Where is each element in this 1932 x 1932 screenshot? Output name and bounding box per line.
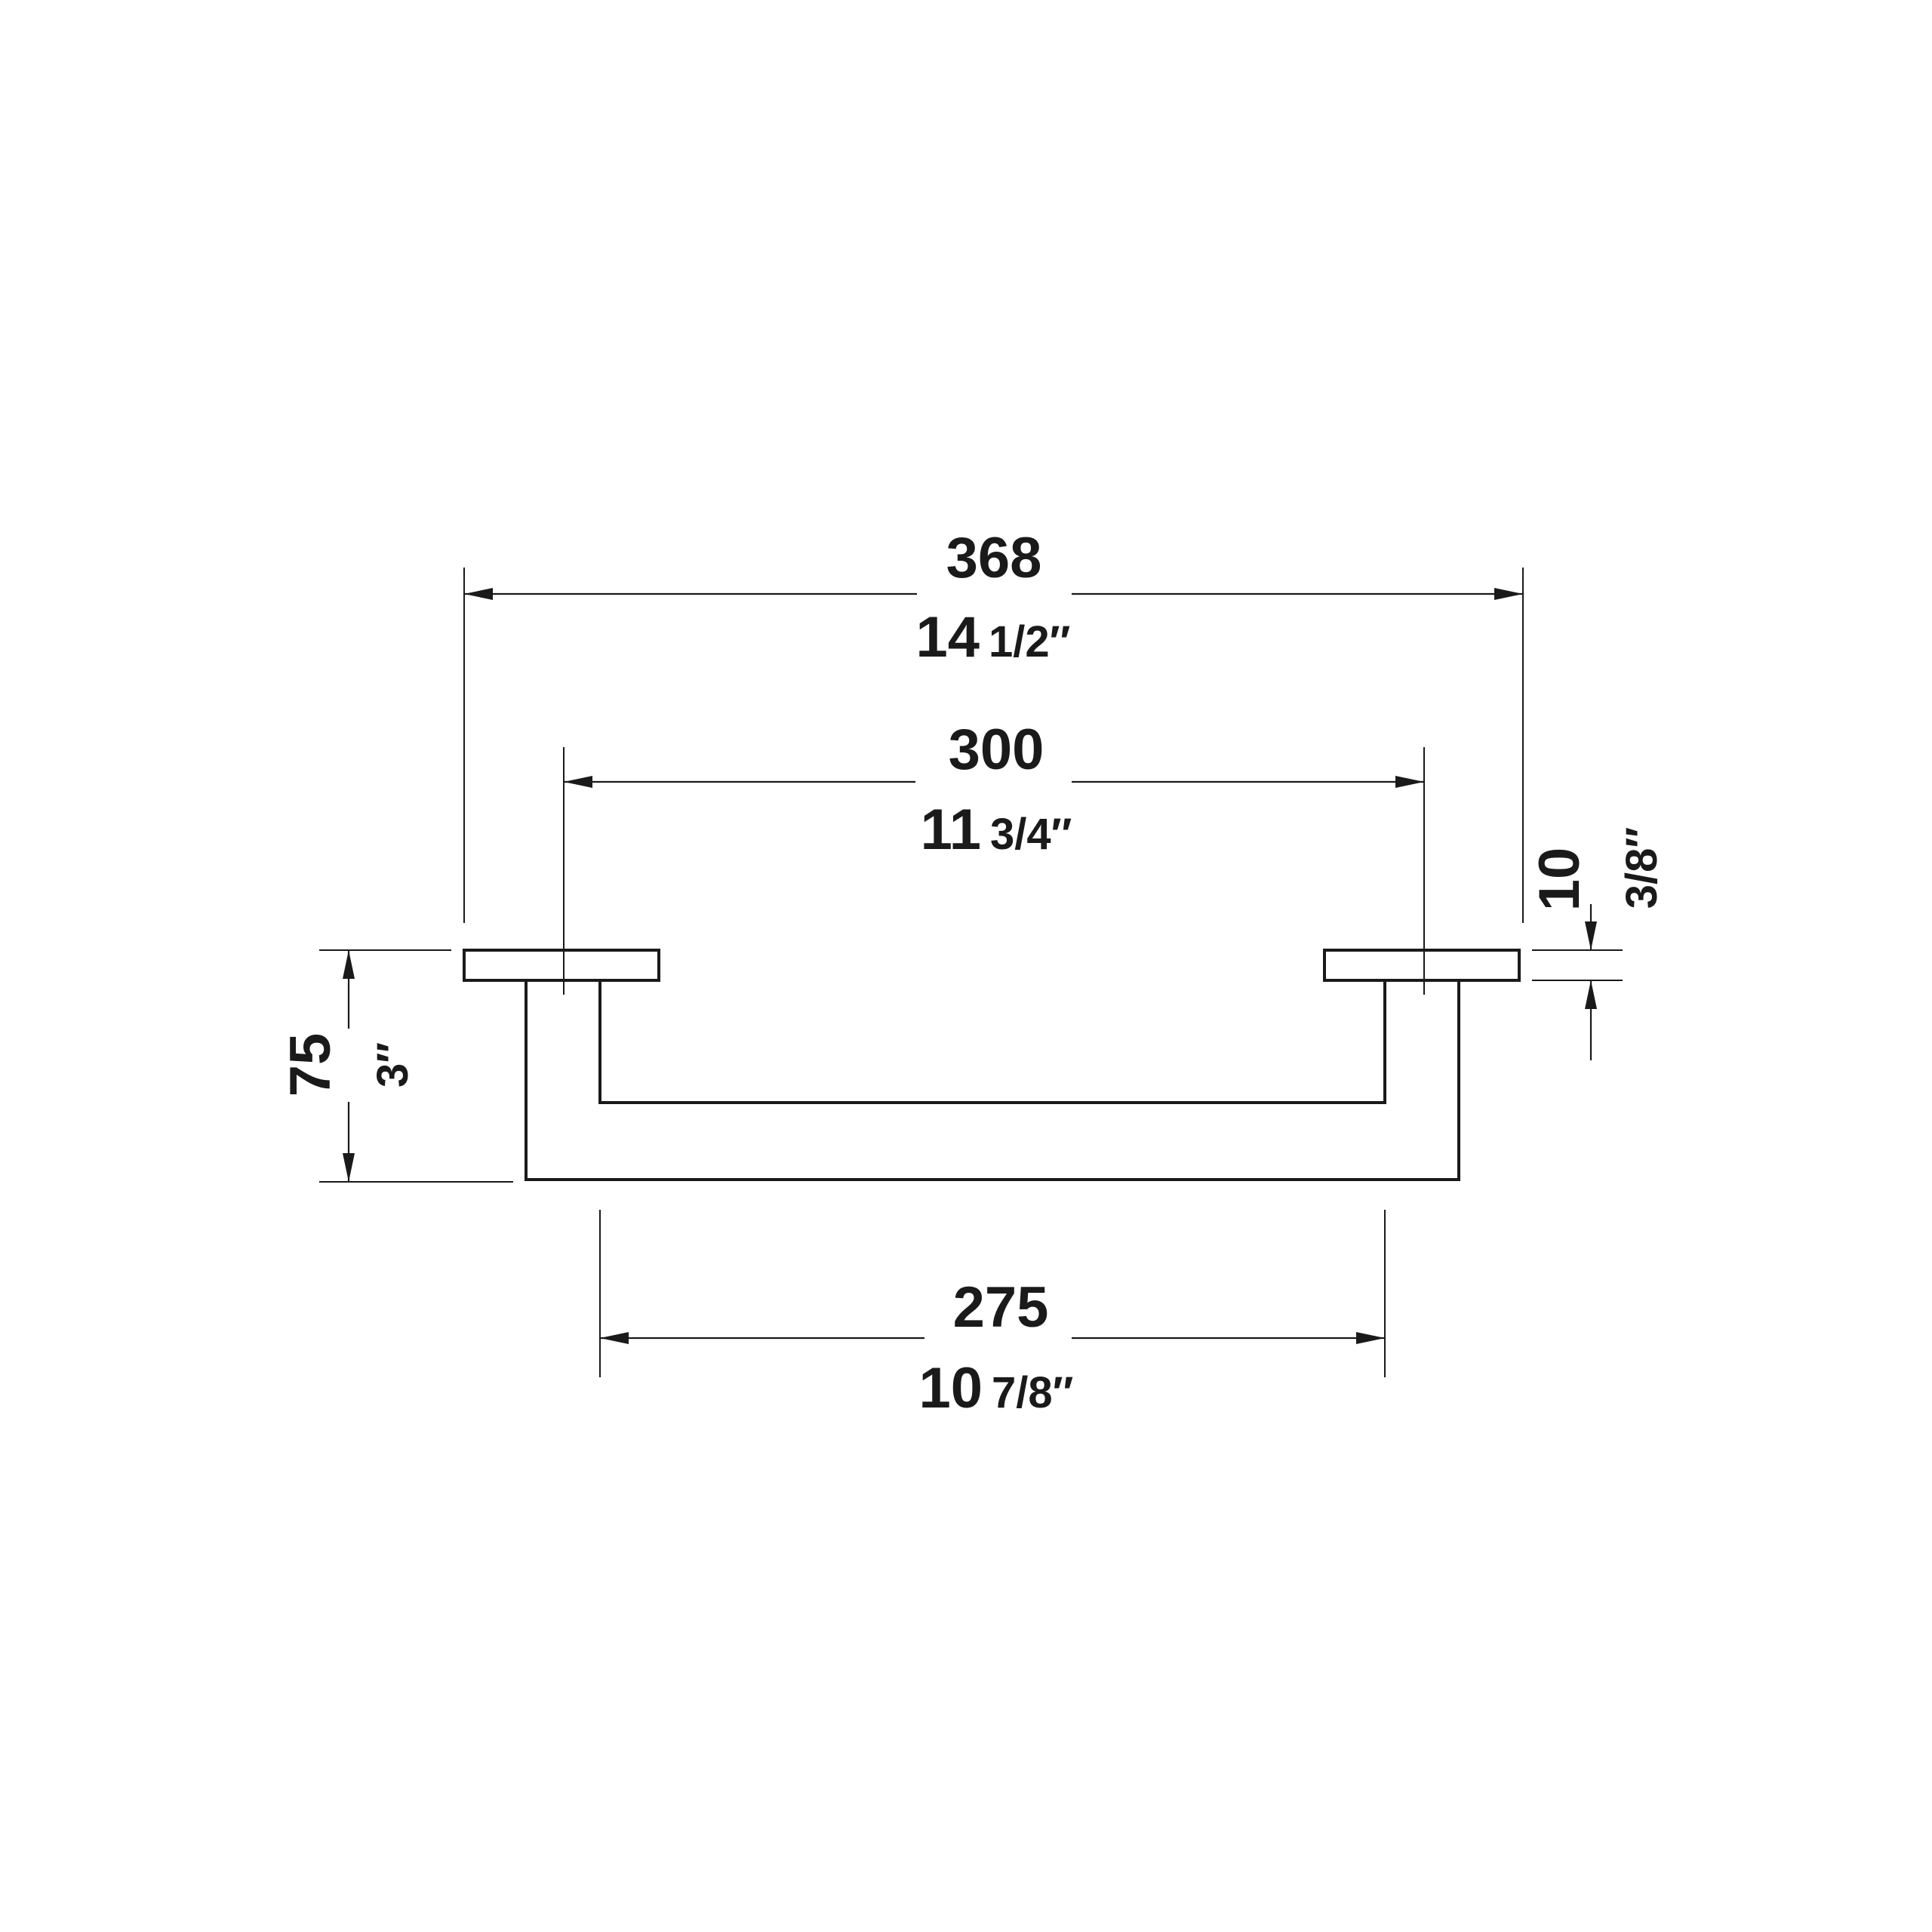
dimension-overall-width: 368 14 1/2″ — [464, 526, 1523, 669]
mount-spacing-inch-fraction: 3/4″ — [990, 810, 1072, 859]
dimension-grip-length: 275 10 7/8″ — [600, 1275, 1385, 1420]
bar-inner-contour — [598, 980, 1386, 1104]
dimension-projection: 75 3″ — [278, 950, 417, 1182]
overall-width-mm: 368 — [946, 526, 1042, 590]
right-mounting-flange — [1323, 949, 1521, 982]
overall-width-inch-fraction: 1/2″ — [989, 617, 1070, 666]
extension-lines — [319, 568, 1623, 1377]
projection-mm: 75 — [278, 1033, 343, 1097]
grip-length-mm: 275 — [953, 1275, 1049, 1340]
grip-length-inch-fraction: 7/8″ — [992, 1368, 1073, 1417]
flange-thickness-inch: 3/8″ — [1617, 827, 1666, 909]
mount-spacing-inch-whole: 11 — [921, 798, 981, 862]
mount-spacing-mm: 300 — [949, 718, 1044, 782]
dimension-mount-spacing: 300 11 3/4″ — [564, 718, 1424, 862]
flange-thickness-mm: 10 — [1527, 848, 1592, 912]
overall-width-inch-whole: 14 — [915, 605, 980, 669]
dimension-flange-thickness: 10 3/8″ — [1527, 827, 1666, 1060]
bar-outer-contour — [525, 980, 1460, 1181]
grip-length-inch-whole: 10 — [918, 1356, 983, 1420]
left-mounting-flange — [463, 949, 660, 982]
projection-inch: 3″ — [368, 1042, 417, 1088]
grab-bar-outline — [463, 949, 1521, 1181]
